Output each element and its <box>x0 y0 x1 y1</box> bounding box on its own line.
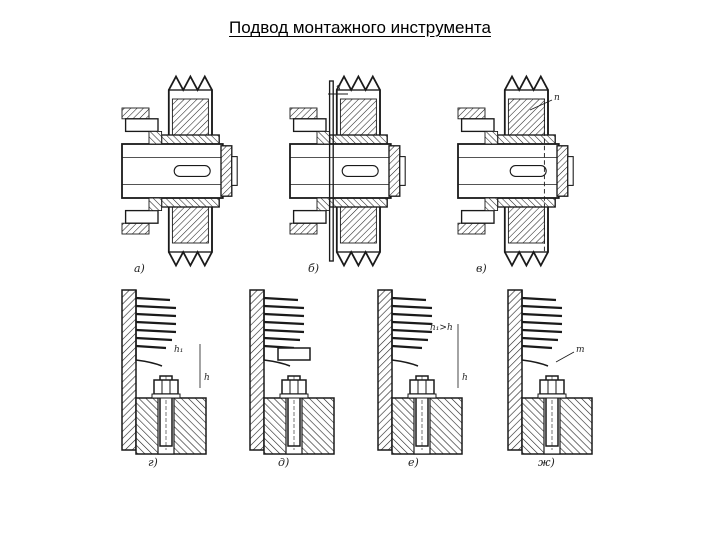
diagram-g-label: г) <box>148 456 158 469</box>
diagram-zh-comb <box>506 288 594 456</box>
dim-h1-e: h₁>h <box>430 323 453 333</box>
dim-h-g: h <box>204 373 210 383</box>
diagram-g-comb <box>120 288 208 456</box>
part-leader-line-zh <box>555 351 575 363</box>
dim-h1-g: h₁ <box>174 345 183 355</box>
diagram-d-label: д) <box>278 456 289 469</box>
diagram-a-label: а) <box>134 262 145 275</box>
assembly-diagram-figure: а) s б) п в) h₁ h г) д) h₁>h h е) т ж) <box>112 62 602 482</box>
part-mark-t: т <box>576 345 585 355</box>
diagram-c-label: в) <box>476 262 487 275</box>
diagram-e-label: е) <box>408 456 419 469</box>
diagram-e-comb <box>376 288 464 456</box>
gap-mark-s: s <box>336 83 341 93</box>
diagram-b-pulley <box>289 75 407 267</box>
part-mark-p: п <box>554 93 560 103</box>
diagram-zh-label: ж) <box>538 456 555 469</box>
diagram-b-label: б) <box>308 262 319 275</box>
diagram-d-comb <box>248 288 336 456</box>
diagram-a-pulley <box>121 75 239 267</box>
slide-title: Подвод монтажного инструмента <box>229 18 491 37</box>
part-leader-line <box>529 99 553 111</box>
diagram-c-pulley <box>457 75 575 267</box>
dim-h-e: h <box>462 373 468 383</box>
